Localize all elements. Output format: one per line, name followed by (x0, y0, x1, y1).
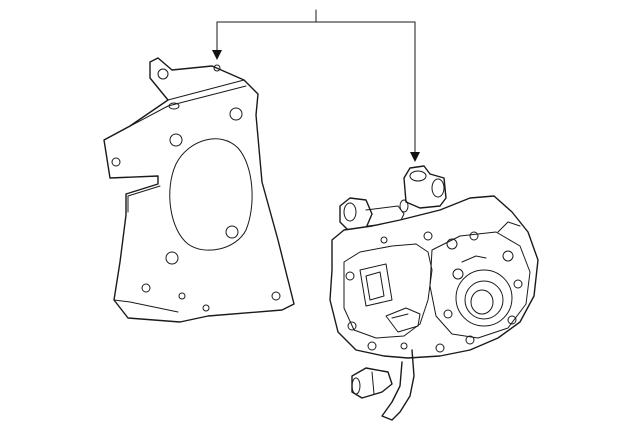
connector-end (399, 199, 409, 213)
bolt (502, 250, 514, 262)
callout-leader (212, 9, 420, 162)
bracket-hole (225, 225, 239, 239)
bracket-hole (202, 304, 210, 312)
hose-clip (371, 371, 375, 395)
left-rect-boss-inner (365, 271, 385, 301)
arrow-to-bracket (212, 50, 222, 60)
bolt (347, 321, 357, 331)
bolt (443, 309, 453, 319)
bracket-center-opening (169, 138, 253, 251)
hose-outer (381, 349, 415, 421)
bracket-hole (229, 107, 243, 121)
bolt (400, 342, 408, 350)
pump-face-center (470, 289, 494, 315)
bolt (513, 279, 523, 289)
pump-face-ring (455, 269, 513, 327)
bracket-hole (213, 64, 221, 72)
bracket-outline (103, 57, 295, 323)
top-fitting-cap (409, 170, 427, 182)
bracket-hole (111, 157, 121, 167)
bracket-slot-edge (127, 185, 161, 213)
pump-face (464, 280, 504, 320)
mounting-bracket-icon (103, 57, 295, 323)
cover-top-tab (497, 221, 521, 233)
top-fitting-port (431, 178, 445, 198)
bracket-hole (168, 102, 180, 110)
bracket-hole (271, 291, 281, 301)
bolt (465, 335, 475, 345)
bolt (446, 238, 458, 250)
left-rect-boss (359, 263, 393, 307)
bolt (507, 315, 517, 325)
bolt (345, 271, 355, 281)
cover-rib (461, 255, 487, 263)
bolt (452, 268, 464, 280)
bracket-lower-edge (113, 299, 179, 313)
bracket-hole (141, 283, 151, 293)
bracket-fold-line (167, 79, 245, 101)
bolt (469, 231, 479, 241)
bolt (423, 231, 433, 241)
bolt (380, 236, 388, 244)
top-fitting (403, 165, 447, 209)
vacuum-pump-assembly-icon (329, 165, 539, 421)
hose-connector-end (351, 377, 361, 395)
bolt (367, 341, 377, 351)
left-cap-face (343, 202, 357, 222)
leader-branches (216, 21, 416, 153)
lower-slot (391, 313, 409, 319)
right-cover (429, 231, 531, 339)
bolt (435, 343, 445, 353)
bracket-hole (165, 251, 179, 265)
bracket-hole (157, 68, 169, 80)
bracket-hole (169, 133, 183, 147)
lower-slot-boss (385, 307, 421, 333)
arrow-to-pump (410, 152, 420, 162)
pump-housing (329, 195, 539, 359)
bracket-fold-line-2 (103, 85, 247, 141)
bracket-hole (178, 292, 186, 300)
